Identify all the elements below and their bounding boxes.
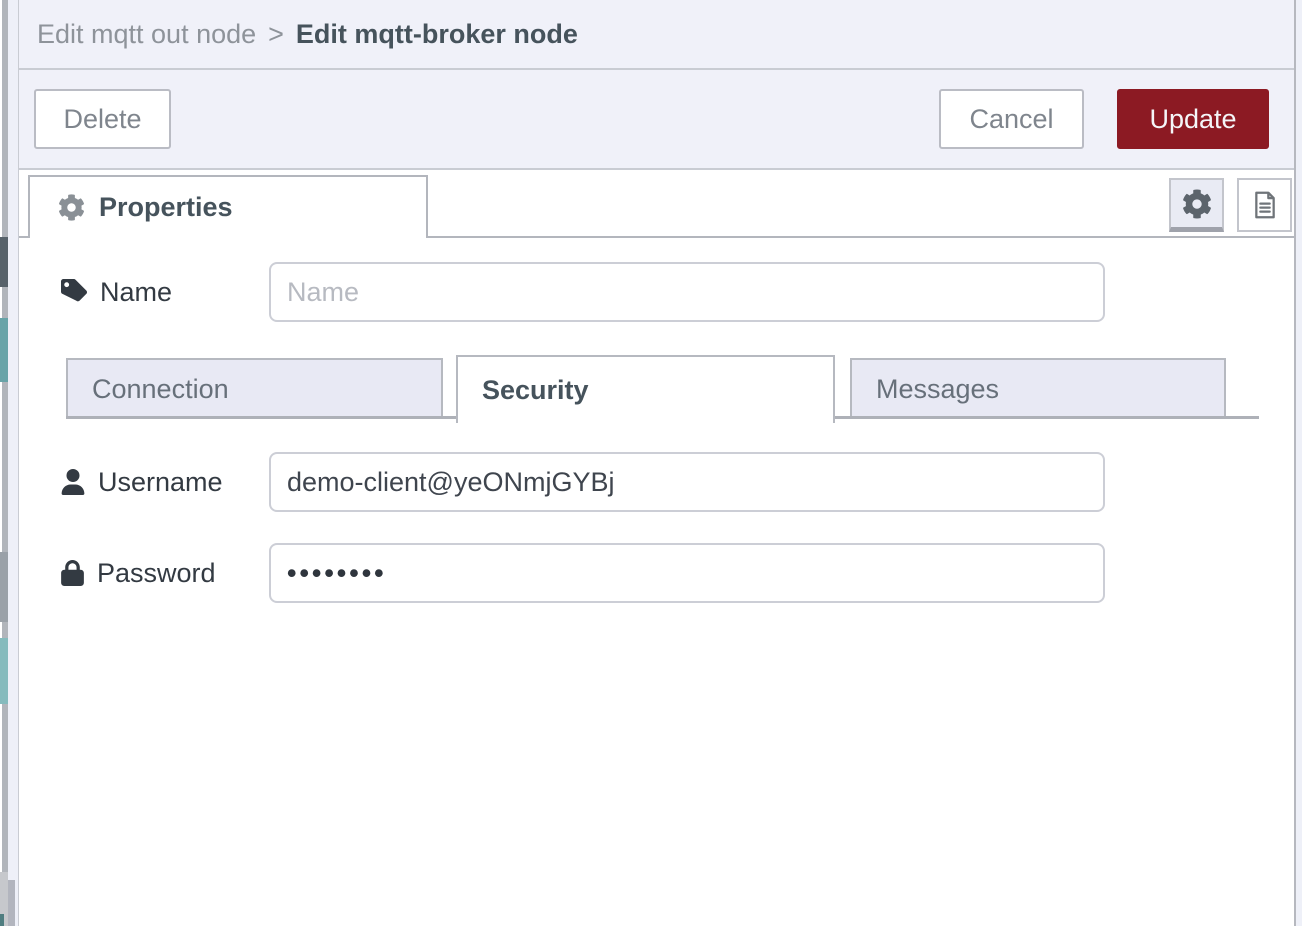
name-input[interactable] [269, 262, 1105, 322]
workspace-strip-base [2, 0, 8, 926]
tab-security-label: Security [482, 374, 589, 405]
workspace-node-sliver [0, 237, 8, 287]
breadcrumb-current: Edit mqtt-broker node [295, 18, 578, 49]
dialog-content: Name Connection Security Messages Userna… [19, 262, 1294, 603]
node-description-button[interactable] [1237, 178, 1292, 232]
lock-icon [61, 560, 84, 586]
username-row: Username [61, 452, 1294, 512]
gear-icon [58, 194, 85, 221]
broker-section-tabs: Connection Security Messages [66, 355, 1259, 423]
name-label-text: Name [100, 276, 173, 307]
cancel-button[interactable]: Cancel [939, 89, 1084, 149]
tab-connection[interactable]: Connection [66, 358, 443, 419]
name-row: Name [61, 262, 1294, 322]
background-workspace-strip [0, 0, 8, 926]
password-row: Password [61, 543, 1294, 603]
edit-node-dialog: Edit mqtt out node > Edit mqtt-broker no… [18, 0, 1296, 926]
workspace-node-sliver [0, 872, 8, 926]
left-gutter [8, 0, 18, 926]
workspace-node-sliver [0, 318, 8, 382]
tag-icon [61, 279, 87, 305]
user-icon [61, 469, 85, 495]
name-label: Name [61, 277, 269, 308]
username-label: Username [61, 467, 269, 498]
scrollbar-thumb[interactable] [8, 880, 15, 926]
breadcrumb-separator: > [268, 18, 284, 49]
tab-properties-label: Properties [99, 192, 233, 222]
workspace-node-sliver [0, 638, 8, 704]
workspace-node-sliver [0, 914, 4, 926]
username-label-text: Username [98, 466, 223, 497]
dialog-toolbar: Delete Cancel Update [19, 70, 1294, 170]
update-button[interactable]: Update [1117, 89, 1269, 149]
tab-properties[interactable]: Properties [28, 175, 428, 238]
password-input[interactable] [269, 543, 1105, 603]
tab-messages[interactable]: Messages [850, 358, 1226, 419]
tab-connection-label: Connection [92, 374, 229, 404]
password-label-text: Password [97, 557, 216, 588]
breadcrumb-parent[interactable]: Edit mqtt out node [37, 18, 257, 49]
dialog-header: Edit mqtt out node > Edit mqtt-broker no… [19, 0, 1294, 70]
gear-icon [1182, 188, 1212, 219]
dialog-tab-bar: Properties [19, 170, 1294, 238]
right-gutter [1296, 0, 1302, 926]
workspace-node-sliver [0, 552, 8, 622]
password-label: Password [61, 558, 269, 589]
tab-security[interactable]: Security [456, 355, 835, 423]
node-settings-button[interactable] [1169, 178, 1224, 232]
document-icon [1249, 189, 1281, 221]
delete-button[interactable]: Delete [34, 89, 171, 149]
username-input[interactable] [269, 452, 1105, 512]
tab-messages-label: Messages [876, 374, 1000, 404]
